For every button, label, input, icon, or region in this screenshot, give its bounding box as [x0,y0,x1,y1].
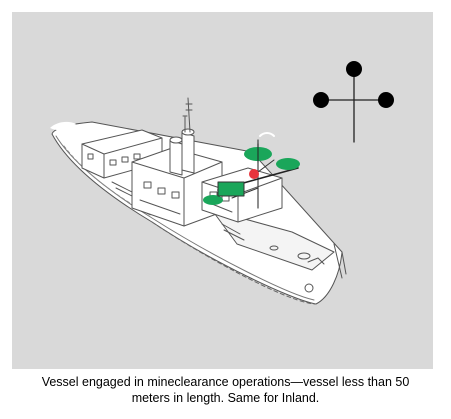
yard-green-light-left [203,195,223,205]
aft-mast [185,97,193,133]
figure-caption: Vessel engaged in mineclearance operatio… [0,374,451,406]
caption-line-1: Vessel engaged in mineclearance operatio… [41,375,410,389]
day-shape-signal [313,61,394,143]
top-ball [346,61,362,77]
vessel-illustration [50,61,394,305]
bow-deck [211,209,335,293]
white-light-marks [50,121,275,137]
right-ball [378,92,394,108]
navigation-lights [203,143,300,205]
caption-line-2: meters in length. Same for Inland. [131,391,320,405]
main-deckhouse [131,147,223,227]
diagram-panel [12,12,433,369]
funnels [169,115,195,176]
left-ball [313,92,329,108]
port-sidelight [249,169,259,179]
starboard-sidelight [217,181,245,197]
yard-green-light-right [276,158,300,170]
